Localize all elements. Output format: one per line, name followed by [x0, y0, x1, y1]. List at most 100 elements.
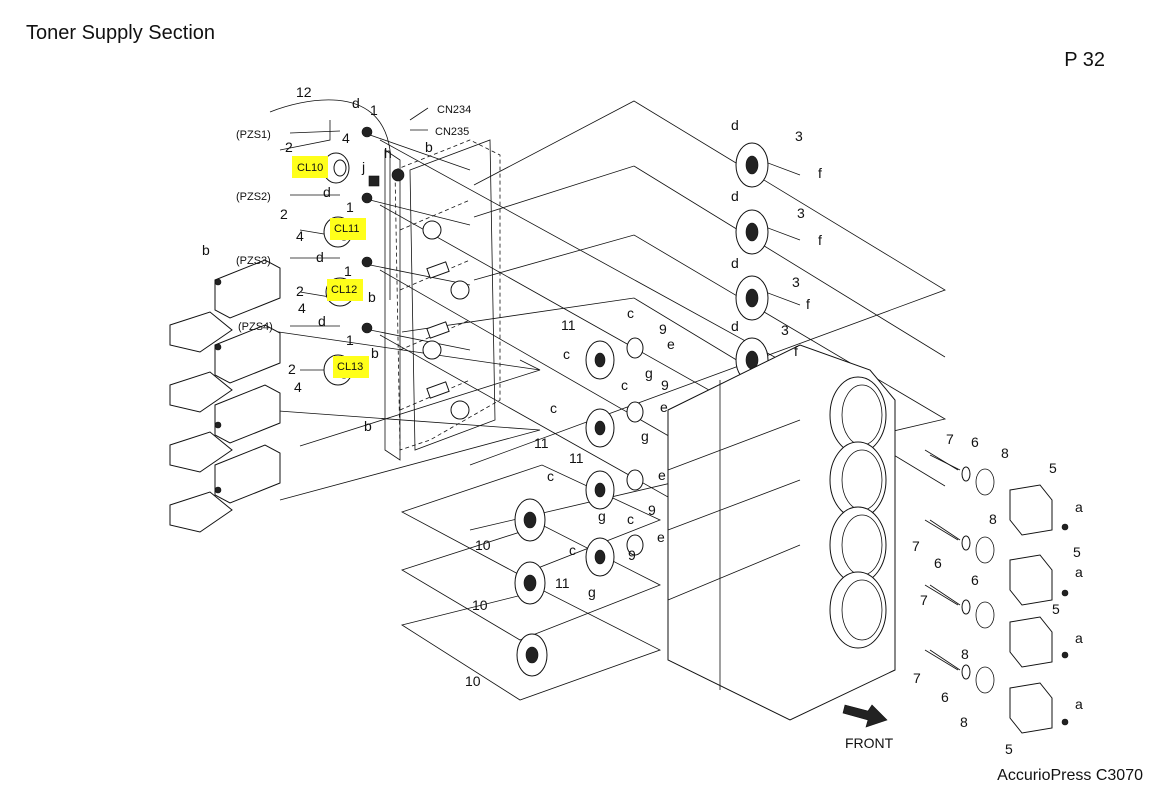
- label-d: d: [318, 313, 326, 329]
- label-g: g: [598, 508, 606, 524]
- highlight-cl11: [330, 218, 366, 240]
- label-1: 1: [346, 332, 354, 348]
- label-b: b: [364, 418, 372, 434]
- highlight-cl13: [333, 356, 369, 378]
- label-e: e: [657, 529, 665, 545]
- label-10: 10: [472, 597, 488, 613]
- label-a: a: [1075, 630, 1083, 646]
- label-5: 5: [1005, 741, 1013, 757]
- label-pzs2: (PZS2): [236, 191, 271, 203]
- label-f: f: [818, 165, 822, 181]
- label-3: 3: [792, 274, 800, 290]
- label-j: j: [361, 159, 365, 175]
- label-6: 6: [934, 555, 942, 571]
- label-e: e: [658, 467, 666, 483]
- highlight-cl10: [292, 156, 328, 178]
- label-11: 11: [569, 450, 584, 466]
- label-pzs3: (PZS3): [236, 255, 271, 267]
- label-cl10: CL10: [297, 162, 323, 174]
- label-4: 4: [298, 300, 306, 316]
- front-label: FRONT: [845, 735, 894, 751]
- label-c: c: [563, 346, 570, 362]
- label-5: 5: [1049, 460, 1057, 476]
- label-11: 11: [534, 435, 549, 451]
- label-11: 11: [555, 575, 570, 591]
- label-g: g: [645, 365, 653, 381]
- label-6: 6: [941, 689, 949, 705]
- label-g: g: [588, 584, 596, 600]
- label-b: b: [368, 289, 376, 305]
- label-cl13: CL13: [337, 361, 363, 373]
- page-number: P 32: [1064, 49, 1105, 71]
- label-c: c: [627, 511, 634, 527]
- label-2: 2: [280, 206, 288, 222]
- label-9: 9: [628, 547, 636, 563]
- label-4: 4: [294, 379, 302, 395]
- right-couplings: [924, 449, 1069, 734]
- label-9: 9: [648, 502, 656, 518]
- label-11: 11: [561, 317, 576, 333]
- label-10: 10: [465, 673, 481, 689]
- label-9: 9: [659, 321, 667, 337]
- label-c: c: [550, 400, 557, 416]
- label-c: c: [627, 305, 634, 321]
- lower-gears: [514, 498, 548, 677]
- label-c: c: [569, 542, 576, 558]
- label-5: 5: [1073, 544, 1081, 560]
- label-e: e: [667, 336, 675, 352]
- label-7: 7: [946, 431, 954, 447]
- middle-gears: [585, 337, 644, 577]
- label-pzs4: (PZS4): [238, 321, 273, 333]
- label-8: 8: [961, 646, 969, 662]
- model-name: AccurioPress C3070: [997, 767, 1143, 784]
- label-cl11: CL11: [334, 223, 359, 235]
- label-3: 3: [797, 205, 805, 221]
- label-4: 4: [342, 130, 350, 146]
- label-1: 1: [344, 263, 352, 279]
- label-3: 3: [795, 128, 803, 144]
- mounting-plate: [384, 139, 501, 461]
- label-pzs1: (PZS1): [236, 129, 271, 141]
- label-h: h: [384, 145, 392, 161]
- label-d: d: [731, 318, 739, 334]
- leader-lines: [264, 99, 961, 701]
- label-f: f: [794, 343, 798, 359]
- label-b: b: [425, 139, 433, 155]
- label-d: d: [352, 95, 360, 111]
- callout-labels: 12 d 1 CN234 CN235 (PZS1) 4 2 b h j CL10…: [202, 84, 1083, 757]
- label-f: f: [818, 232, 822, 248]
- page-title: Toner Supply Section: [26, 22, 216, 44]
- label-12: 12: [296, 84, 312, 100]
- label-b: b: [371, 345, 379, 361]
- label-2: 2: [288, 361, 296, 377]
- label-cn234: CN234: [437, 104, 471, 116]
- label-8: 8: [989, 511, 997, 527]
- label-g: g: [641, 428, 649, 444]
- sensor-units: [169, 259, 281, 533]
- label-6: 6: [971, 434, 979, 450]
- label-a: a: [1075, 564, 1083, 580]
- label-8: 8: [960, 714, 968, 730]
- label-1: 1: [370, 102, 378, 118]
- label-c: c: [547, 468, 554, 484]
- label-d: d: [731, 188, 739, 204]
- label-1: 1: [346, 199, 354, 215]
- label-b: b: [202, 242, 210, 258]
- label-c: c: [621, 377, 628, 393]
- label-a: a: [1075, 696, 1083, 712]
- label-f: f: [806, 296, 810, 312]
- label-d: d: [731, 255, 739, 271]
- upper-gears: [735, 142, 769, 383]
- front-arrow: [842, 704, 888, 728]
- label-3: 3: [781, 322, 789, 338]
- label-6: 6: [971, 572, 979, 588]
- label-7: 7: [912, 538, 920, 554]
- label-e: e: [660, 399, 668, 415]
- label-d: d: [323, 184, 331, 200]
- label-cn235: CN235: [435, 126, 469, 138]
- label-4: 4: [296, 228, 304, 244]
- label-9: 9: [661, 377, 669, 393]
- label-5: 5: [1052, 601, 1060, 617]
- highlight-cl12: [327, 279, 363, 301]
